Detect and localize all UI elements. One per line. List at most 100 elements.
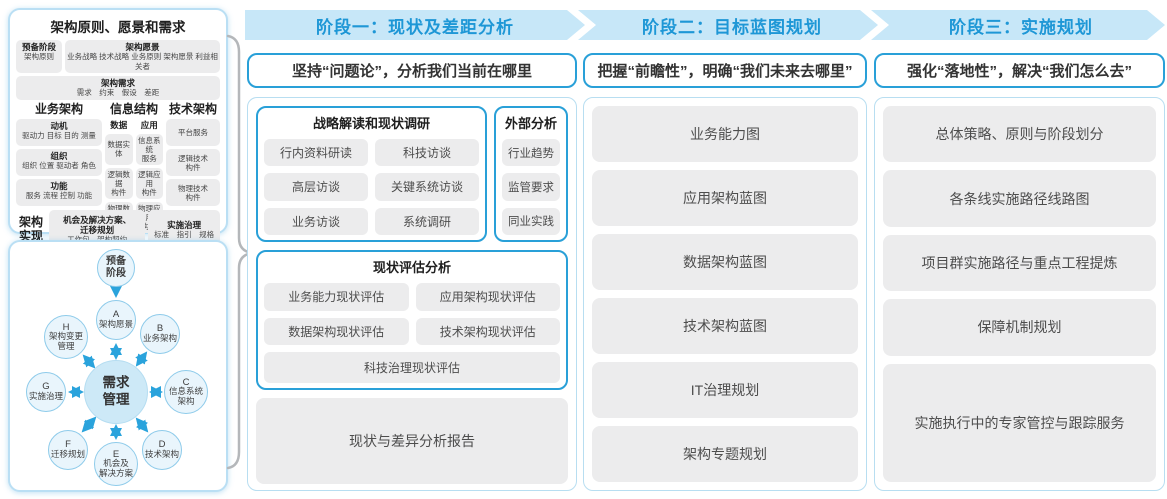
architecture-columns: 业务架构 动机 驱动力 目标 目的 测量 组织 组织 位置 驱动者 角色 功能 … xyxy=(16,101,220,233)
node-label: 业务架构 xyxy=(142,333,177,344)
double-arrow xyxy=(81,416,97,433)
node-letter: A xyxy=(112,309,120,321)
current-state-assessment-group: 现状评估分析 业务能力现状评估 应用架构现状评估 数据架构现状评估 技术架构现状… xyxy=(256,250,568,390)
node-letter: G xyxy=(42,381,50,393)
node-letter: F xyxy=(65,439,71,451)
phase-2-item: 应用架构蓝图 xyxy=(592,170,858,226)
assessment-title: 现状评估分析 xyxy=(372,260,451,275)
panel-title: 架构原则、愿景和需求 xyxy=(50,20,186,35)
node-b-business-architecture: B 业务架构 xyxy=(140,314,180,354)
external-analysis-group: 外部分析 行业趋势 监管要求 同业实践 xyxy=(494,106,568,242)
phase-1-header: 阶段一：现状及差距分析 xyxy=(316,17,514,37)
data-label: 数据 xyxy=(110,119,128,130)
data-item: 数据实体 xyxy=(105,133,133,165)
application-item: 逻辑应用 构件 xyxy=(135,167,163,199)
requirement-title: 架构需求 xyxy=(100,77,135,88)
business-architecture-title: 业务架构 xyxy=(34,101,83,116)
tech-item: 平台服务 xyxy=(166,118,220,146)
node-label: 机会及 解决方案 xyxy=(98,458,133,478)
vision-sub: 业务战略 技术战略 业务原则 架构愿景 利益相关者 xyxy=(67,52,218,71)
assessment-item-full: 科技治理现状评估 xyxy=(264,352,560,383)
strategy-item: 系统调研 xyxy=(375,207,479,235)
adm-cycle-panel: 预备 阶段 需求 管理 A 架构愿景 B 业务架构 C 信息系统 架构 D 技术… xyxy=(8,240,228,492)
phase-3-item: 总体策略、原则与阶段划分 xyxy=(883,106,1156,163)
technical-architecture-title: 技术架构 xyxy=(168,101,217,116)
phase-3-column: 总体策略、原则与阶段划分 各条线实施路径线路图 项目群实施路径与重点工程提炼 保… xyxy=(874,97,1165,491)
phase-3-item: 项目群实施路径与重点工程提炼 xyxy=(883,234,1156,292)
phase-3-item: 各条线实施路径线路图 xyxy=(883,170,1156,227)
node-g-implementation-governance: G 实施治理 xyxy=(26,372,66,412)
node-letter: E xyxy=(112,448,120,460)
assessment-item: 业务能力现状评估 xyxy=(264,283,409,311)
governance-title: 实施治理 xyxy=(167,219,202,230)
phase-3-item: 实施执行中的专家管控与跟踪服务 xyxy=(883,363,1156,482)
phase-3-subtitle: 强化“落地性”，解决“我们怎么去” xyxy=(874,53,1165,88)
data-item: 逻辑数据 构件 xyxy=(105,167,133,199)
node-e-opportunities-solutions: E 机会及 解决方案 xyxy=(94,442,138,486)
phase-2-item: 架构专题规划 xyxy=(592,426,858,482)
node-label: 迁移规划 xyxy=(50,449,85,460)
node-letter: B xyxy=(156,323,164,335)
information-structure-title: 信息结构 xyxy=(109,101,158,116)
phase-2-item: 业务能力图 xyxy=(592,106,858,162)
function-title: 功能 xyxy=(50,181,68,192)
application-item: 信息系统 服务 xyxy=(135,133,163,165)
double-arrow xyxy=(82,354,96,369)
node-a-architecture-vision: A 架构愿景 xyxy=(96,300,136,340)
phase-2-item: 技术架构蓝图 xyxy=(592,298,858,354)
motivation-box: 动机 驱动力 目标 目的 测量 xyxy=(16,118,102,146)
phase-band xyxy=(245,10,1165,40)
phase-1-band-segment xyxy=(245,10,585,40)
gap-analysis-report-box: 现状与差异分析报告 xyxy=(256,398,568,484)
double-arrow xyxy=(135,351,148,367)
phase-3-header: 阶段三：实施规划 xyxy=(949,17,1093,37)
prep-vision-row: 预备阶段 架构原则 架构愿景 业务战略 技术战略 业务原则 架构愿景 利益相关者 xyxy=(16,40,220,73)
node-letter: D xyxy=(158,439,166,451)
organization-sub: 组织 位置 驱动者 角色 xyxy=(22,161,96,171)
external-item: 监管要求 xyxy=(502,173,560,201)
assessment-item: 数据架构现状评估 xyxy=(264,317,409,345)
vision-title: 架构愿景 xyxy=(125,42,160,52)
strategy-research-title: 战略解读和现状调研 xyxy=(312,116,430,131)
application-label: 应用 xyxy=(140,119,158,130)
strategy-research-group: 战略解读和现状调研 行内资料研读 科技访谈 高层访谈 关键系统访谈 业务访谈 系… xyxy=(256,106,487,242)
node-letter: C xyxy=(182,376,190,388)
strategy-item: 高层访谈 xyxy=(264,173,368,201)
node-f-migration-planning: F 迁移规划 xyxy=(48,430,88,470)
tech-item: 物理技术 构件 xyxy=(166,179,220,207)
requirement-sub: 需求 约束 假设 差距 xyxy=(76,88,160,98)
business-architecture-col: 业务架构 动机 驱动力 目标 目的 测量 组织 组织 位置 驱动者 角色 功能 … xyxy=(16,101,102,207)
governance-sub: 标准 指引 规格 xyxy=(154,229,215,239)
strategy-item: 关键系统访谈 xyxy=(375,173,479,201)
requirement-row: 架构需求 需求 约束 假设 差距 xyxy=(16,75,220,100)
node-d-technical-architecture: D 技术架构 xyxy=(142,430,182,470)
phase-2-item: 数据架构蓝图 xyxy=(592,234,858,290)
node-label: 架构愿景 xyxy=(98,319,133,330)
opportunity-title: 机会及解决方案、 迁移规划 xyxy=(63,214,132,235)
function-sub: 服务 流程 控制 功能 xyxy=(25,191,93,201)
phase-1-subtitle: 坚持“问题论”，分析我们当前在哪里 xyxy=(247,53,577,88)
prep-phase-box: 预备阶段 架构原则 xyxy=(16,40,62,73)
node-label: 实施治理 xyxy=(28,391,63,402)
realization-label: 架构 实现 xyxy=(18,214,43,243)
phase-2-item: IT治理规划 xyxy=(592,362,858,418)
motivation-title: 动机 xyxy=(50,120,68,131)
node-letter: H xyxy=(62,321,70,333)
phase-1-column: 战略解读和现状调研 行内资料研读 科技访谈 高层访谈 关键系统访谈 业务访谈 系… xyxy=(247,97,577,491)
phase-3-band-segment xyxy=(871,10,1165,40)
architecture-principles-panel: 架构原则、愿景和需求 预备阶段 架构原则 架构愿景 业务战略 技术战略 业务原则… xyxy=(8,8,228,250)
requirement-box: 架构需求 需求 约束 假设 差距 xyxy=(16,75,220,100)
node-h-architecture-change-management: H 架构变更 管理 xyxy=(44,315,88,359)
external-analysis-title: 外部分析 xyxy=(504,116,557,131)
node-label: 架构变更 管理 xyxy=(48,331,83,351)
phase-2-header: 阶段二：目标蓝图规划 xyxy=(642,17,822,37)
tech-item: 逻辑技术 构件 xyxy=(166,148,220,177)
node-label: 技术架构 xyxy=(144,449,179,460)
external-item: 行业趋势 xyxy=(502,139,560,167)
information-structure-col: 信息结构 数据 数据实体 逻辑数据 构件 物理数据 构件 应用 信息系统 服务 … xyxy=(105,101,163,233)
opportunity-sub: 工作包 架构契约 xyxy=(50,235,144,244)
phase-2-column: 业务能力图 应用架构蓝图 数据架构蓝图 技术架构蓝图 IT治理规划 架构专题规划 xyxy=(583,97,867,491)
prep-phase-sub: 架构原则 xyxy=(24,52,54,62)
function-box: 功能 服务 流程 控制 功能 xyxy=(16,179,102,207)
